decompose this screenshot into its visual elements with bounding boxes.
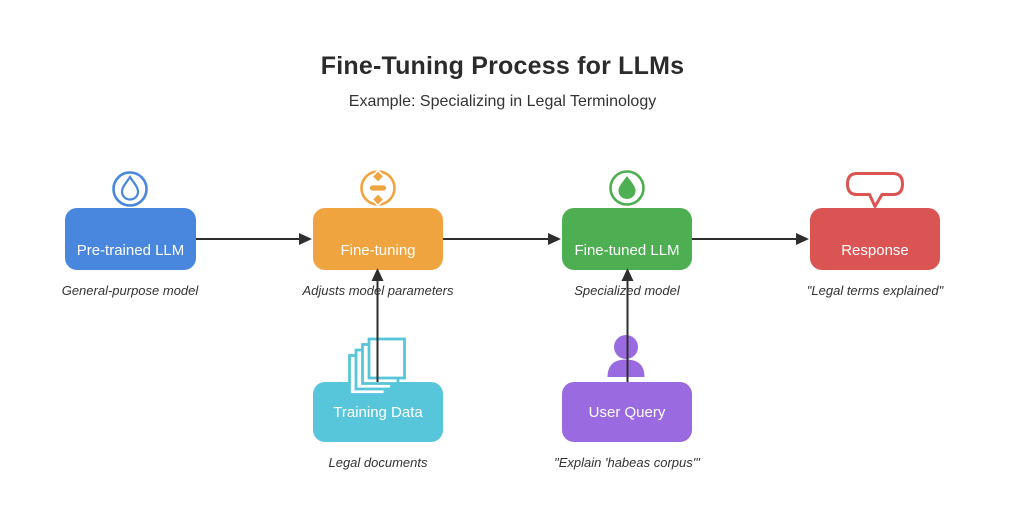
arrowhead-pretrained-to-finetuning: [299, 233, 312, 245]
caption-response: "Legal terms explained": [806, 283, 944, 298]
node-response-label: Response: [841, 242, 909, 259]
documents-stack-icon: [348, 336, 406, 401]
adjust-tuning-icon-svg: [360, 169, 396, 207]
arrowhead-finetuning-to-finetuned: [548, 233, 561, 245]
node-fine-tuned-llm-label: Fine-tuned LLM: [574, 242, 680, 259]
node-training-data-label: Training Data: [333, 403, 423, 421]
user-person-icon-svg: [607, 335, 645, 377]
caption-user-query: "Explain 'habeas corpus'": [554, 455, 700, 470]
node-user-query: User Query: [562, 382, 692, 442]
node-fine-tuning-label: Fine-tuning: [340, 242, 416, 259]
droplet-outline-icon-svg: [112, 171, 148, 207]
node-user-query-label: User Query: [588, 403, 666, 421]
node-response: Response: [810, 208, 940, 270]
droplet-filled-icon: [608, 169, 646, 212]
node-fine-tuning: Fine-tuning: [313, 208, 443, 270]
documents-stack-icon-svg: [348, 337, 406, 396]
arrowhead-finetuned-to-response: [796, 233, 809, 245]
diagram-subtitle: Example: Specializing in Legal Terminolo…: [348, 93, 657, 110]
diagram-title: Fine-Tuning Process for LLMs: [320, 52, 685, 80]
adjust-tuning-icon: [359, 169, 397, 212]
node-fine-tuned-llm: Fine-tuned LLM: [562, 208, 692, 270]
user-person-icon: [604, 332, 648, 383]
node-pretrained-llm-label: Pre-trained LLM: [76, 242, 185, 259]
speech-bubble-icon-svg: [846, 172, 904, 208]
caption-pretrained-llm: General-purpose model: [61, 283, 199, 298]
caption-fine-tuning: Adjusts model parameters: [302, 283, 454, 298]
node-pretrained-llm: Pre-trained LLM: [65, 208, 196, 270]
speech-bubble-icon: [846, 172, 904, 214]
droplet-outline-icon: [111, 170, 149, 213]
caption-training-data: Legal documents: [328, 455, 428, 470]
caption-fine-tuned-llm: Specialized model: [574, 283, 680, 298]
droplet-filled-icon-svg: [609, 170, 645, 206]
